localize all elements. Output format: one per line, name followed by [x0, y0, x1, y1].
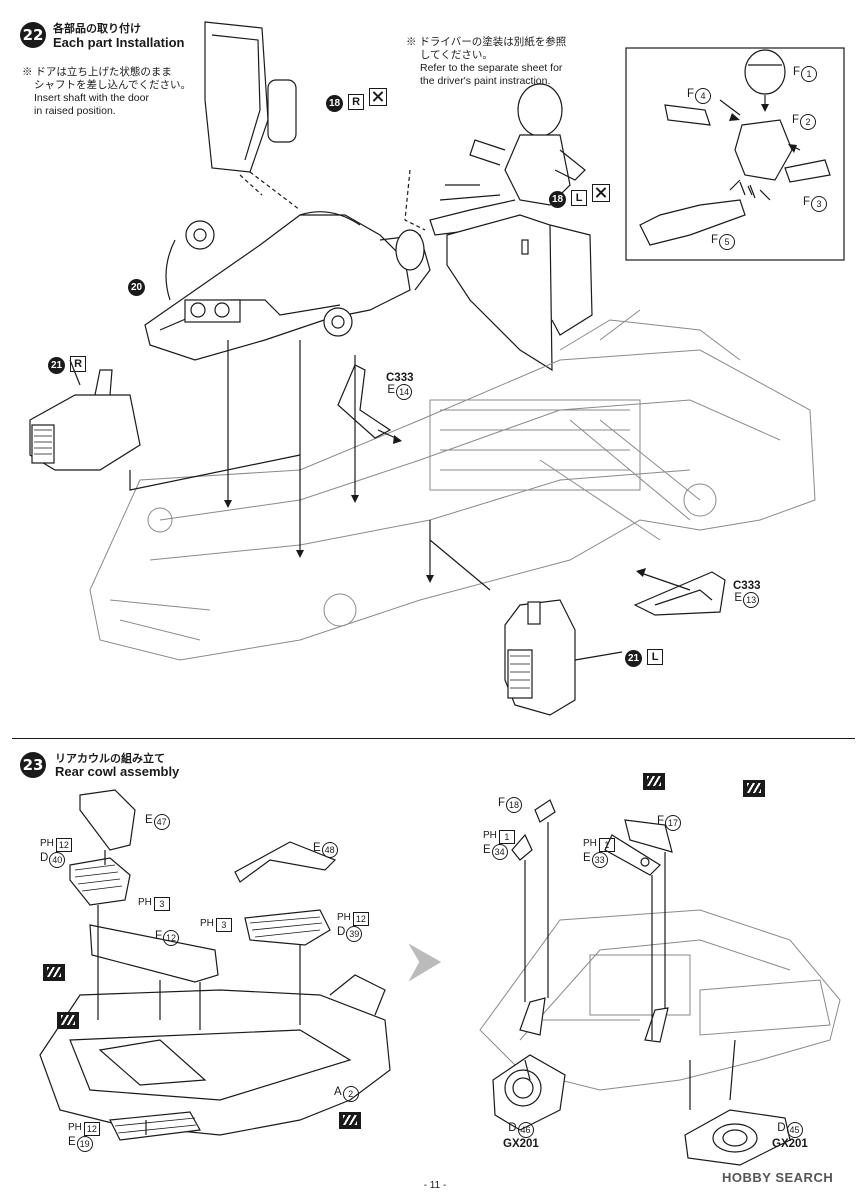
step-number: 22	[20, 22, 46, 48]
no-cement-icon	[592, 184, 611, 202]
glue-icon	[643, 773, 666, 790]
callout-intake-l: 21 L	[625, 643, 664, 667]
callout-body: 20	[128, 272, 145, 296]
step-title-jp: リアカウルの組み立て	[55, 752, 165, 765]
door-note: ※ ドアは立ち上げた状態のまま シャフトを差し込んでください。 Insert s…	[22, 66, 191, 117]
callout-door-l: 18 L	[549, 184, 611, 208]
driver-note: ※ ドライバーの塗装は別紙を参照 してください。 Refer to the se…	[406, 36, 567, 87]
page-number: - 11 -	[423, 1180, 447, 1191]
section-divider	[12, 738, 855, 739]
step22-illustration	[29, 21, 845, 716]
callout-door-r: 18 R	[326, 88, 388, 112]
callout-intake-r: 21 R	[48, 350, 87, 374]
step-title-jp: 各部品の取り付け	[53, 22, 141, 35]
watermark-logo: HOBBY SEARCH	[722, 1170, 834, 1185]
glue-icon	[339, 1112, 362, 1129]
step-number: 23	[20, 752, 46, 778]
glue-icon	[43, 964, 65, 981]
no-cement-icon	[369, 88, 388, 106]
step-title-en: Rear cowl assembly	[55, 764, 180, 779]
glue-icon	[57, 1012, 80, 1029]
step23-illustration	[39, 789, 841, 1166]
step-title-en: Each part Installation	[53, 35, 185, 50]
glue-icon	[743, 780, 766, 797]
